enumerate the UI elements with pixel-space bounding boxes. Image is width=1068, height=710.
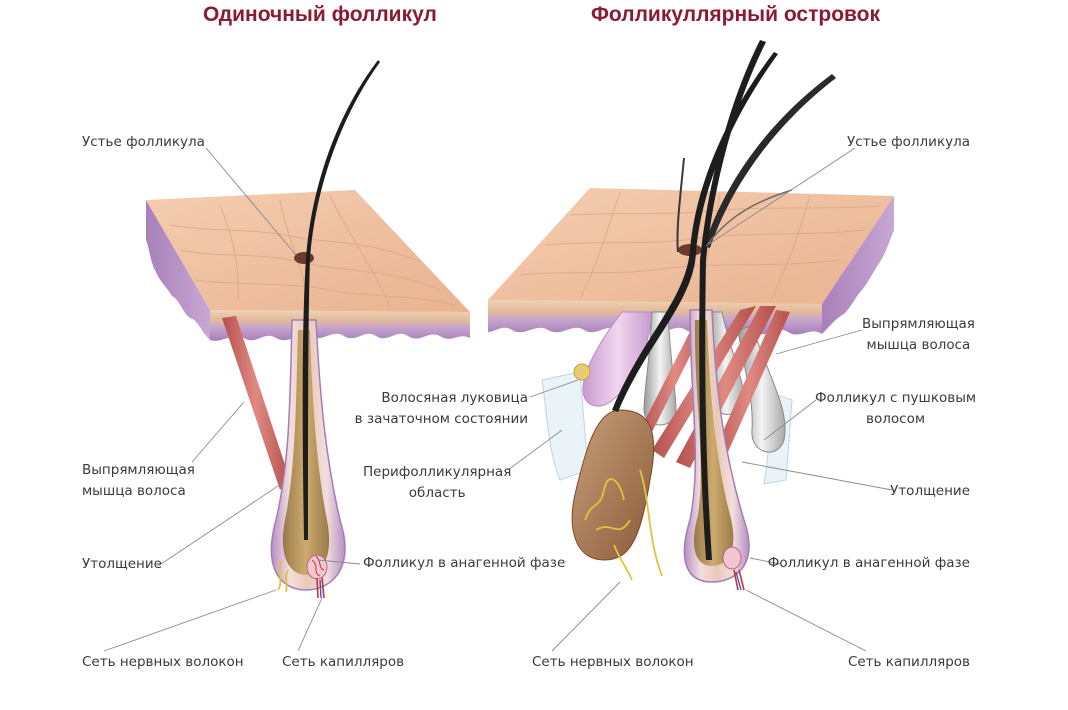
hair-shaft [302, 60, 380, 540]
island-large-bulb [571, 409, 655, 561]
label-left-bulge: Утолщение [82, 556, 162, 572]
label-left-capillaries: Сеть капилляров [282, 654, 405, 670]
label-right-vellus-follicle: Фолликул с пушковым волосом [815, 388, 976, 430]
label-left-anagen: Фолликул в анагенной фазе [363, 555, 566, 571]
leader-lines [103, 147, 893, 652]
label-left-arrector-muscle: Выпрямляющая мышца волоса [82, 460, 195, 502]
arrector-muscle [222, 316, 290, 490]
label-right-muscle-line2: мышца волоса [866, 337, 971, 353]
label-left-ostium: Устье фолликула [82, 134, 205, 150]
title-follicular-island: Фолликуллярный островок [591, 3, 880, 26]
label-right-capillaries: Сеть капилляров [847, 654, 970, 670]
island-hair-shafts [612, 40, 836, 560]
label-right-rudimentary-bulb: Волосяная луковица в зачаточном состояни… [355, 388, 528, 430]
perifollicular-area-left [541, 371, 589, 481]
island-nerve-fibers [584, 469, 663, 581]
label-right-anagen: Фолликул в анагенной фазе [767, 555, 970, 571]
label-right-perifollicular: Перифолликулярная область [363, 462, 511, 504]
label-right-vellus-line1: Фолликул с пушковым [815, 390, 977, 406]
title-single-follicle: Одиночный фолликул [203, 3, 437, 26]
dermal-papilla [306, 554, 328, 580]
label-right-bulb-line2: в зачаточном состоянии [354, 411, 528, 427]
label-right-vellus-line2: волосом [866, 411, 926, 427]
label-right-arrector-muscle: Выпрямляющая мышца волоса [862, 314, 975, 356]
nerve-fibers [277, 559, 289, 593]
capillary-vessels [316, 577, 325, 599]
follicle-ostium [294, 252, 314, 264]
label-right-nerves: Сеть нервных волокон [532, 654, 694, 670]
label-right-bulb-line1: Волосяная луковица [381, 390, 528, 406]
single-follicle-drawing [146, 60, 470, 599]
label-left-nerves: Сеть нервных волокон [82, 654, 244, 670]
label-right-peri-line1: Перифолликулярная [363, 464, 512, 480]
island-skin-right-edge [822, 196, 894, 334]
label-left-muscle-line2: мышца волоса [82, 483, 186, 499]
label-right-bulge: Утолщение [890, 483, 970, 499]
skin-left-edge [146, 200, 210, 340]
follicular-island-drawing [488, 40, 894, 591]
label-left-muscle-line1: Выпрямляющая [82, 462, 195, 478]
label-right-muscle-line1: Выпрямляющая [862, 316, 975, 332]
island-capillaries [733, 569, 745, 591]
label-right-peri-line2: область [408, 485, 466, 501]
skin-front-edge [210, 310, 470, 341]
label-right-ostium: Устье фолликула [847, 134, 970, 150]
